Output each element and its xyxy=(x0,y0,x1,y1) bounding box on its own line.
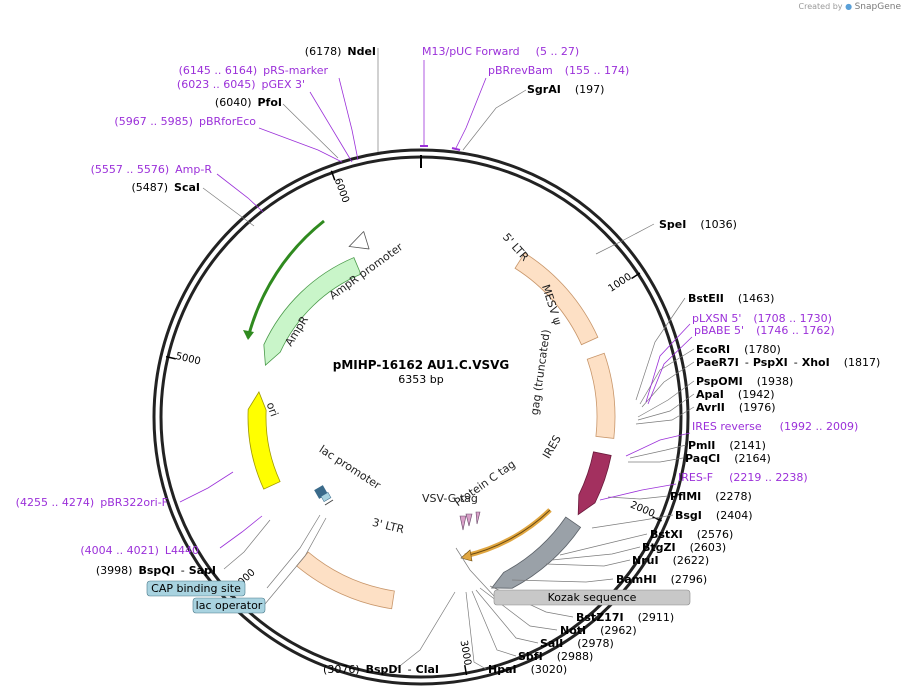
enzyme-pflmi[interactable]: PflMI(2278) xyxy=(670,490,752,503)
enzyme-sgrai[interactable]: SgrAI(197) xyxy=(527,83,604,96)
credit-brand: SnapGene xyxy=(854,2,901,12)
enzyme-bsgi[interactable]: BsgI(2404) xyxy=(675,509,752,522)
primer-l4440[interactable]: (4004 .. 4021)L4440 xyxy=(80,544,199,557)
primer-amp-r[interactable]: (5557 .. 5576)Amp-R xyxy=(91,163,213,176)
kozak-sequence-label: Kozak sequence xyxy=(548,591,637,604)
enzyme-pfoi[interactable]: (6040)PfoI xyxy=(215,96,282,109)
tick-mark xyxy=(631,272,641,280)
primer-pgex-3[interactable]: (6023 .. 6045)pGEX 3' xyxy=(177,78,305,91)
primer-ires-reverse[interactable]: IRES reverse(1992 .. 2009) xyxy=(692,420,858,433)
feature-mesv-psi[interactable] xyxy=(586,352,616,439)
primer-pbrforeco[interactable]: (5967 .. 5985)pBRforEco xyxy=(114,115,256,128)
enzyme-avrii[interactable]: AvrII(1976) xyxy=(696,401,775,414)
feature-ampr[interactable] xyxy=(263,257,362,366)
label-ires: IRES xyxy=(540,433,564,461)
enzyme-bstxi[interactable]: BstXI(2576) xyxy=(650,528,733,541)
label-gag: gag (truncated) xyxy=(528,329,553,416)
backbone-outer-ring xyxy=(152,148,690,686)
lac-operator-box[interactable]: lac operator xyxy=(192,597,266,614)
enzyme-bamhi[interactable]: BamHI(2796) xyxy=(616,573,707,586)
enzyme-ecori[interactable]: EcoRI(1780) xyxy=(696,343,781,356)
feature-ires[interactable] xyxy=(490,516,582,589)
primer-pbrrevbam[interactable]: pBRrevBam(155 .. 174) xyxy=(488,64,629,77)
enzyme-sali[interactable]: SalI(2978) xyxy=(540,637,614,650)
feature-ampr-promoter[interactable] xyxy=(348,231,370,250)
primer-prs-marker[interactable]: (6145 .. 6164)pRS-marker xyxy=(179,64,329,77)
cap-binding-site-label: CAP binding site xyxy=(151,582,241,595)
label-3-ltr: 3' LTR xyxy=(371,516,406,537)
enzyme-spei[interactable]: SpeI(1036) xyxy=(659,218,737,231)
enzyme-btgzi[interactable]: BtgZI(2603) xyxy=(642,541,726,554)
tick-label: 5000 xyxy=(174,351,201,368)
left-labels: (6178)NdeI (6145 .. 6164)pRS-marker (602… xyxy=(16,45,439,676)
feature-5-ltr[interactable] xyxy=(514,252,599,346)
tick-label: 1000 xyxy=(606,271,633,294)
enzyme-noti[interactable]: NotI(2962) xyxy=(560,624,637,637)
enzyme-paqci[interactable]: PaqCI(2164) xyxy=(685,452,771,465)
protein-c-tag-glyph xyxy=(459,515,467,531)
tick-label: 2000 xyxy=(628,500,656,520)
enzyme-bsteii[interactable]: BstEII(1463) xyxy=(688,292,774,305)
enzyme-scai[interactable]: (5487)ScaI xyxy=(131,181,200,194)
label-lac-promoter: lac promoter xyxy=(317,443,384,492)
tick-label: 6000 xyxy=(332,177,351,205)
cap-site-glyph xyxy=(320,492,332,502)
enzyme-pmli[interactable]: PmlI(2141) xyxy=(688,439,766,452)
tick-mark xyxy=(464,665,468,676)
orf-arc-ampr xyxy=(246,219,325,339)
primer-leader-lines xyxy=(179,60,693,549)
primer-pbrrevbam-bar xyxy=(451,147,461,151)
primer-ires-f[interactable]: IRES-F(2219 .. 2238) xyxy=(678,471,808,484)
tick-mark xyxy=(330,170,336,181)
enzyme-bstz17i[interactable]: BstZ17I(2911) xyxy=(576,611,674,624)
lac-promoter-mark xyxy=(324,499,334,506)
orf-arc-cds-head xyxy=(460,549,473,562)
label-ori: ori xyxy=(264,400,281,418)
lac-operator-label: lac operator xyxy=(196,599,263,612)
cap-binding-site-box[interactable]: CAP binding site xyxy=(146,580,246,597)
kozak-sequence-box[interactable]: Kozak sequence xyxy=(493,589,691,606)
enzyme-bspqi-sapi[interactable]: (3998)BspQI-SapI xyxy=(96,564,216,577)
label-5-ltr: 5' LTR xyxy=(500,231,532,264)
enzyme-nrui[interactable]: NruI(2622) xyxy=(632,554,709,567)
primer-plxsn-5[interactable]: pLXSN 5'(1708 .. 1730) xyxy=(692,312,832,325)
tick-label: 3000 xyxy=(458,639,473,666)
orf-arc-ampr-head xyxy=(243,330,254,340)
enzyme-ndei[interactable]: (6178)NdeI xyxy=(305,45,376,58)
primer-m13-puc-forward[interactable]: M13/pUC Forward(5 .. 27) xyxy=(422,45,579,58)
vsvg-tag-glyph xyxy=(465,513,473,527)
plasmid-name: pMIHP-16162 AU1.C.VSVG xyxy=(333,358,510,372)
primer-pbabe-5[interactable]: pBABE 5'(1746 .. 1762) xyxy=(694,324,835,337)
feature-3-ltr[interactable] xyxy=(296,551,395,610)
enzyme-apai[interactable]: ApaI(1942) xyxy=(696,388,774,401)
snapgene-credit: Created by ● SnapGene xyxy=(799,2,902,12)
orf-arc-cds-inner xyxy=(464,509,551,557)
enzyme-pspomi[interactable]: PspOMI(1938) xyxy=(696,375,793,388)
snapgene-logo-icon: ● xyxy=(845,2,853,11)
feature-layer xyxy=(247,231,616,610)
primer-pbr322ori-f[interactable]: (4255 .. 4274)pBR322ori-F xyxy=(16,496,168,509)
small-tag-glyph xyxy=(475,511,481,525)
credit-prefix: Created by xyxy=(798,2,843,11)
feature-gag-truncated[interactable] xyxy=(577,451,612,516)
enzyme-hpai[interactable]: HpaI(3020) xyxy=(488,663,567,676)
right-labels: M13/pUC Forward(5 .. 27) pBRrevBam(155 .… xyxy=(422,45,880,676)
feature-ori[interactable] xyxy=(247,391,281,490)
enzyme-bspdi-clai[interactable]: (3076)BspDI-ClaI xyxy=(323,663,439,676)
enzyme-leader-lines xyxy=(202,48,695,670)
label-vsvg-tag: VSV-G tag xyxy=(422,492,478,505)
tick-mark xyxy=(165,355,176,360)
enzyme-sbfi[interactable]: SbfI(2988) xyxy=(518,650,593,663)
tick-mark xyxy=(652,516,662,522)
plasmid-size: 6353 bp xyxy=(398,373,443,386)
enzyme-paer7i-pspxi-xhoi[interactable]: PaeR7I-PspXI-XhoI(1817) xyxy=(696,356,880,369)
